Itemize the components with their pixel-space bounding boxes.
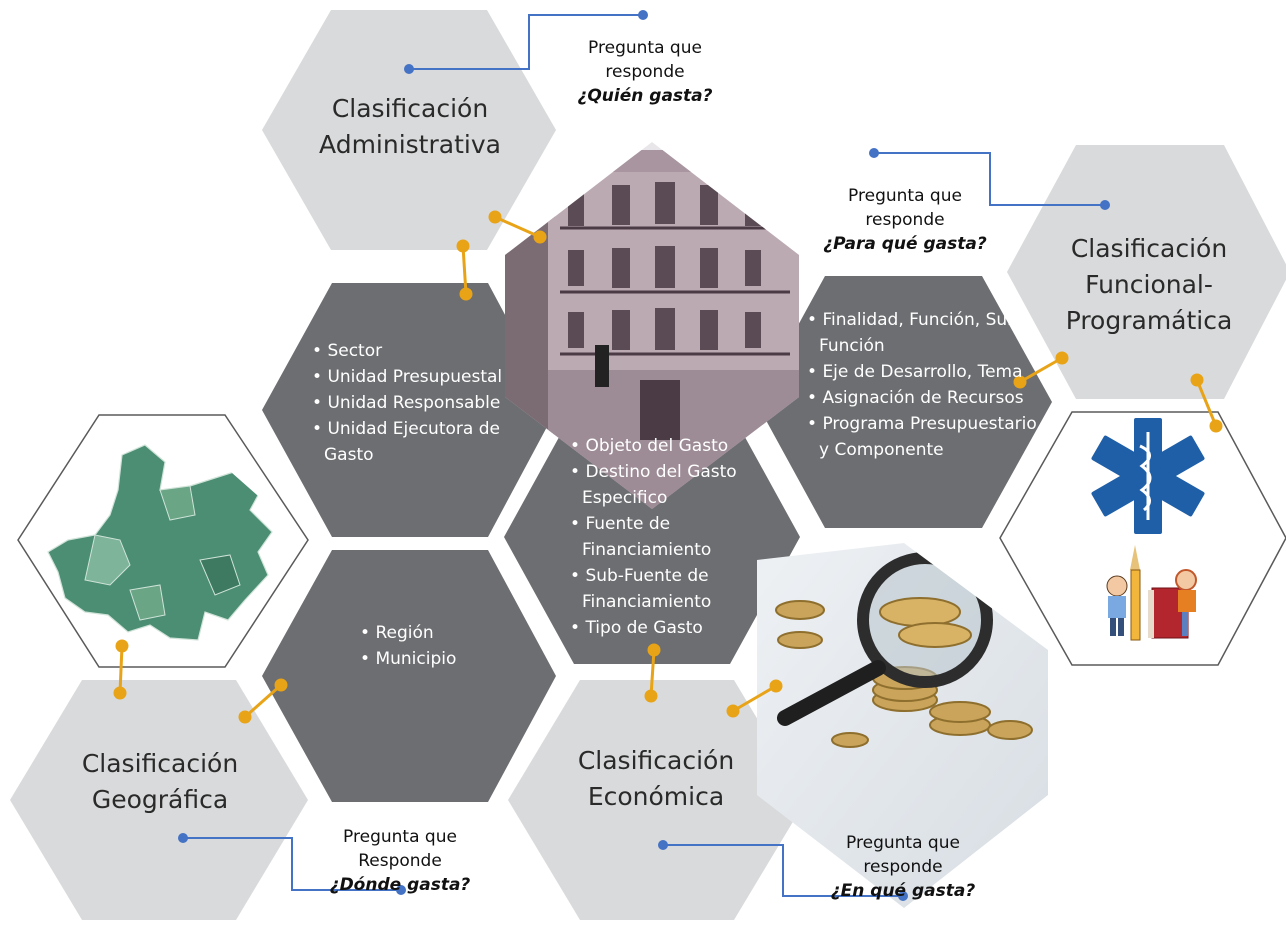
question-economica: Pregunta que responde ¿En qué gasta? [808, 831, 998, 903]
question-funcional: Pregunta que responde ¿Para qué gasta? [805, 184, 1005, 256]
title-funcional: Clasificación Funcional- Programática [1042, 231, 1256, 339]
question-economica-line2: responde [863, 857, 943, 877]
question-geografica-line1: Pregunta que [343, 827, 457, 847]
list-item: Objeto del Gasto [570, 433, 760, 459]
question-funcional-line1: Pregunta que [848, 186, 962, 206]
list-economica: Objeto del Gasto Destino del Gasto Espec… [570, 433, 760, 641]
blue-connector-dots [178, 10, 1110, 901]
question-administrativa-line1: Pregunta que [588, 38, 702, 58]
list-item: Sub-Fuente de Financiamiento [570, 563, 760, 615]
list-item: Eje de Desarrollo, Tema [807, 359, 1037, 385]
question-administrativa: Pregunta que responde ¿Quién gasta? [560, 36, 730, 108]
medical-star-icon [1091, 418, 1205, 534]
list-administrativa: Sector Unidad Presupuestal Unidad Respon… [312, 338, 512, 468]
list-item: Unidad Ejecutora de Gasto [312, 416, 512, 468]
title-geografica-line1: Clasificación [81, 749, 239, 778]
hex-list-geografica [262, 550, 556, 802]
list-item: Unidad Presupuestal [312, 364, 512, 390]
list-item: Destino del Gasto Especifico [570, 459, 760, 511]
list-item: Programa Presupuestario y Componente [807, 411, 1037, 463]
hex-economica [508, 680, 806, 920]
list-item: Finalidad, Función, Sub-Función [807, 307, 1037, 359]
title-geografica: Clasificación Geográfica [50, 746, 270, 818]
title-economica: Clasificación Económica [546, 743, 766, 815]
list-item: Fuente de Financiamiento [570, 511, 760, 563]
title-economica-line2: Económica [587, 782, 725, 811]
title-administrativa: Clasificación Administrativa [300, 91, 520, 163]
question-geografica-line2: Responde [358, 851, 442, 871]
list-item: Región [360, 620, 510, 646]
blue-connectors [183, 14, 1105, 897]
hex-funcional [1007, 145, 1286, 399]
title-geografica-line2: Geográfica [91, 785, 229, 814]
list-funcional: Finalidad, Función, Sub-Función Eje de D… [807, 307, 1037, 463]
title-administrativa-line1: Clasificación [331, 94, 489, 123]
orange-connectors [113, 210, 1223, 724]
list-item: Asignación de Recursos [807, 385, 1037, 411]
question-funcional-line2: responde [865, 210, 945, 230]
list-geografica: Región Municipio [360, 620, 510, 672]
hex-geografica [10, 680, 308, 920]
children-books-icon [1106, 545, 1197, 641]
title-funcional-line3: Programática [1065, 306, 1233, 335]
title-economica-line1: Clasificación [577, 746, 735, 775]
list-item: Unidad Responsable [312, 390, 512, 416]
region-map [17, 414, 309, 668]
list-item: Tipo de Gasto [570, 615, 760, 641]
title-administrativa-line2: Administrativa [319, 130, 501, 159]
icons-hexagon [999, 411, 1286, 666]
title-funcional-line1: Clasificación [1070, 234, 1228, 263]
question-economica-text: ¿En qué gasta? [830, 881, 976, 901]
question-geografica: Pregunta que Responde ¿Dónde gasta? [310, 825, 490, 897]
question-administrativa-text: ¿Quién gasta? [577, 86, 713, 106]
question-geografica-text: ¿Dónde gasta? [329, 875, 471, 895]
question-administrativa-line2: responde [605, 62, 685, 82]
question-funcional-text: ¿Para qué gasta? [823, 234, 987, 254]
list-item: Municipio [360, 646, 510, 672]
question-economica-line1: Pregunta que [846, 833, 960, 853]
title-funcional-line2: Funcional- [1085, 270, 1213, 299]
list-item: Sector [312, 338, 512, 364]
